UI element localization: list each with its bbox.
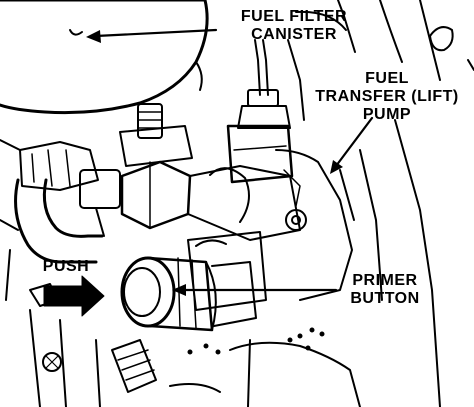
fuel-transfer-pump-label: FUEL TRANSFER (LIFT) PUMP	[302, 70, 472, 124]
arrowhead-transfer-pump	[330, 160, 343, 174]
primer-label-line-1: PRIMER	[352, 272, 418, 289]
elbow-hose	[14, 141, 121, 264]
transfer-pump-label-line-2: TRANSFER (LIFT)	[315, 88, 459, 105]
fuel-filter-canister-label: FUEL FILTER CANISTER	[214, 8, 374, 44]
transfer-pump-label-line-3: PUMP	[362, 106, 412, 123]
primer-assembly	[120, 231, 267, 332]
leader-fuel-filter	[94, 28, 218, 38]
leader-transfer-pump	[334, 116, 374, 168]
primer-label-line-2: BUTTON	[350, 290, 420, 307]
pump-body	[120, 124, 355, 301]
lower-housing	[0, 139, 361, 407]
fuel-filter-canister	[0, 0, 209, 115]
arrowhead-primer	[172, 284, 186, 296]
frame-lines	[287, 0, 474, 407]
fuel-filter-label-line-2: CANISTER	[251, 26, 337, 43]
push-label-text: PUSH	[42, 258, 90, 275]
fuel-filter-label-line-1: FUEL FILTER	[240, 8, 348, 25]
leader-arrowheads	[86, 30, 343, 296]
arrowhead-fuel-filter	[86, 30, 101, 43]
filter-fitting	[119, 103, 193, 167]
fuel-line	[237, 39, 291, 129]
transfer-pump-label-line-1: FUEL	[365, 70, 409, 87]
primer-button-label: PRIMER BUTTON	[330, 272, 440, 308]
push-arrow	[43, 275, 105, 317]
leader-lines	[94, 28, 374, 292]
push-label: PUSH	[36, 258, 96, 276]
